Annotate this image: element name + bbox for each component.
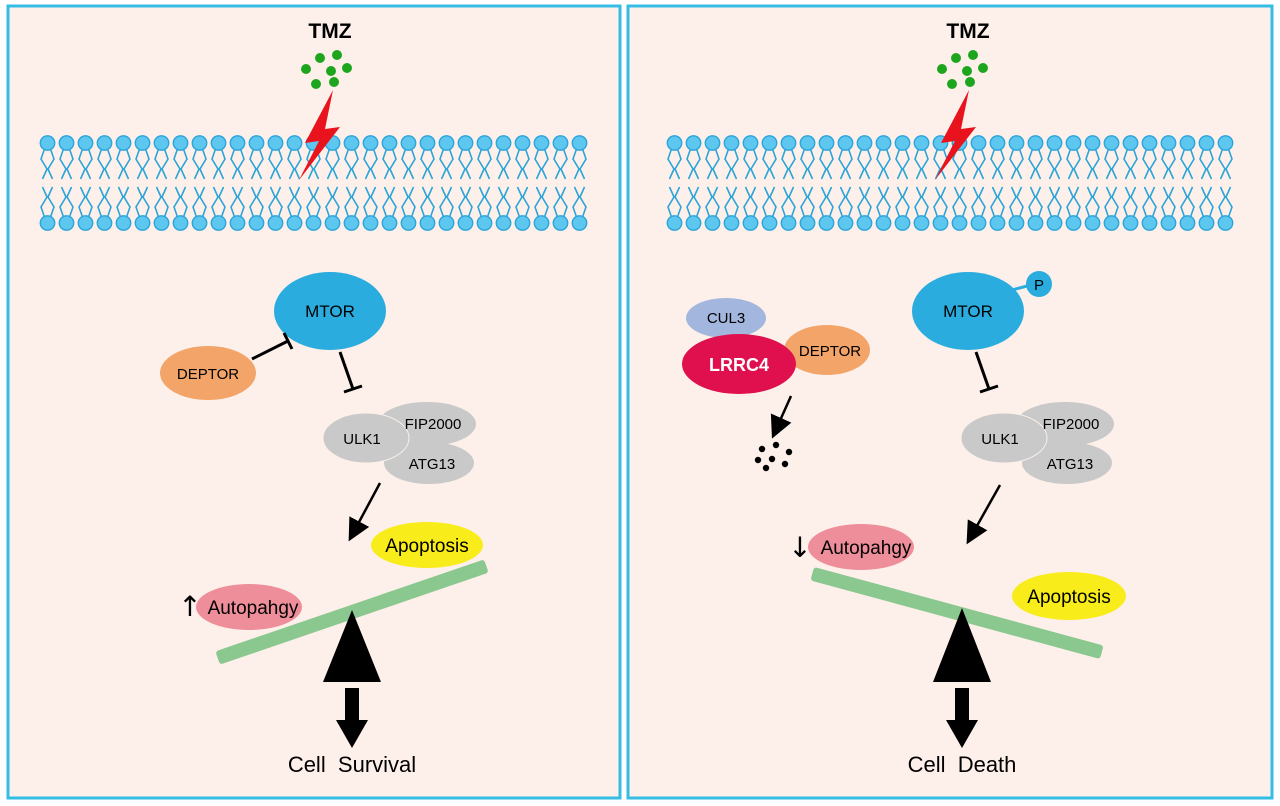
lightning-bolt-left: [299, 90, 340, 180]
apoptosis-node-left: [371, 522, 483, 568]
atg13-label-left: ATG13: [409, 456, 455, 473]
degraded-deptor-dots: [754, 441, 793, 472]
autophagy-label-right: Autopahgy: [821, 538, 912, 559]
mtor-label-right: MTOR: [943, 302, 993, 321]
inhibition-mtor-ulk-right: [974, 351, 999, 394]
autophagy-node-right: [808, 524, 914, 570]
phospho-node: [1026, 271, 1052, 297]
apoptosis-node-right: [1012, 572, 1126, 620]
ulk1-complex-right: ULK1 FIP2000 ATG13: [960, 402, 1114, 484]
autophagy-down-arrow: ↓: [788, 531, 811, 564]
mtor-node-right: [912, 272, 1024, 350]
tmz-label-left: TMZ: [308, 20, 351, 43]
seesaw-fulcrum-left: [323, 610, 381, 682]
deptor-label-right: DEPTOR: [799, 343, 861, 360]
phospho-label: P: [1034, 277, 1044, 294]
autophagy-node-left: [196, 584, 302, 630]
apoptosis-label-right: Apoptosis: [1027, 587, 1110, 608]
deptor-label-left: DEPTOR: [177, 366, 239, 383]
mtor-label-left: MTOR: [305, 302, 355, 321]
inhibition-deptor-mtor-left: [251, 332, 294, 361]
arrow-complex-to-balance-left: [348, 482, 382, 542]
ulk1-label-right: ULK1: [981, 431, 1019, 448]
outcome-label-right: Cell Death: [908, 752, 1017, 777]
fip2000-label-right: FIP2000: [1043, 416, 1100, 433]
seesaw-fulcrum-right: [933, 608, 991, 682]
seesaw-plank-right: [811, 567, 1103, 659]
outcome-arrow-left: [336, 688, 368, 748]
cul3-node: [686, 298, 766, 338]
outcome-label-left: Cell Survival: [288, 752, 416, 777]
inhibition-mtor-ulk-left: [338, 351, 363, 394]
tmz-label-right: TMZ: [946, 20, 989, 43]
apoptosis-label-left: Apoptosis: [385, 536, 468, 557]
lrrc4-node: [682, 334, 796, 394]
ulk1-label-left: ULK1: [343, 431, 381, 448]
left-panel: [6, 4, 622, 800]
ulk1-complex-left: ULK1 FIP2000 ATG13: [322, 402, 476, 484]
tmz-dots-right: [937, 50, 988, 89]
atg13-label-right: ATG13: [1047, 456, 1093, 473]
tmz-dots-left: [301, 50, 352, 89]
deptor-node-right: [784, 325, 870, 375]
autophagy-up-arrow: ↑: [178, 590, 201, 623]
arrow-lrrc4-to-degradation: [770, 395, 793, 439]
cell-membrane-left: [38, 133, 589, 233]
autophagy-label-left: Autopahgy: [208, 598, 299, 619]
lightning-bolt-right: [935, 90, 976, 180]
deptor-node-left: [160, 346, 256, 400]
lrrc4-label: LRRC4: [709, 355, 769, 375]
arrow-complex-to-balance-right: [966, 484, 1002, 545]
outcome-arrow-right: [946, 688, 978, 748]
fip2000-label-left: FIP2000: [405, 416, 462, 433]
cul3-label: CUL3: [707, 310, 745, 327]
mtor-node-left: [274, 272, 386, 350]
cell-membrane-right: [665, 133, 1235, 233]
